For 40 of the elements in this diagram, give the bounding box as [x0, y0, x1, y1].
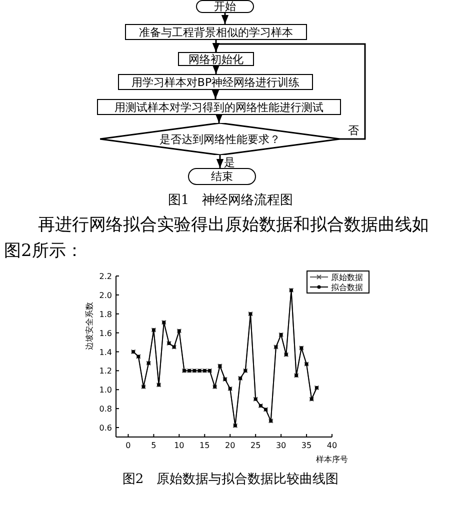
figure-caption: 图2 原始数据与拟合数据比较曲线图: [121, 471, 340, 488]
tick-label: 1.0: [99, 386, 112, 395]
tick-label: 1.2: [99, 366, 112, 376]
arrow: [212, 90, 220, 99]
figure-caption: 图1 神经网络流程图: [166, 192, 294, 209]
axis-title: 边坡安全系数: [85, 302, 94, 350]
process-box: 准备与工程背景相似的学习样本: [125, 24, 307, 40]
tick-label: 1.4: [99, 348, 112, 357]
tick-label: 0.6: [99, 424, 112, 433]
arrow: [212, 65, 220, 74]
tick-label: 1.6: [99, 328, 112, 338]
tick-label: 30: [276, 441, 286, 450]
arrow: [221, 13, 229, 24]
process-box: 用学习样本对BP神经网络进行训练: [118, 74, 313, 90]
decision-diamond: 是否达到网络性能要求？: [100, 123, 340, 155]
tick-label: 35: [301, 441, 312, 450]
axis-title: 样本序号: [316, 455, 348, 464]
arrow: [212, 43, 366, 140]
process-box: 用测试样本对学习得到的网络性能进行测试: [97, 99, 341, 115]
terminal-box: 开始: [196, 0, 254, 13]
tick-label: 2.0: [99, 290, 112, 300]
edge-label: 是: [224, 155, 235, 170]
legend-label: 拟合数据: [331, 283, 363, 292]
process-box: 网络初始化: [178, 52, 254, 66]
edge-label: 否: [348, 123, 359, 138]
tick-label: 20: [225, 441, 236, 450]
tick-label: 1.8: [99, 310, 112, 319]
paragraph: 再进行网络拟合实验得出原始数据和拟合数据曲线如图2所示：: [4, 214, 429, 263]
tick-label: 0: [126, 441, 131, 450]
terminal-box: 结束: [188, 168, 256, 185]
tick-label: 15: [200, 441, 210, 450]
tick-label: 0.8: [99, 404, 112, 414]
arrow: [215, 114, 223, 123]
tick-label: 5: [151, 441, 156, 450]
tick-label: 2.2: [99, 272, 112, 281]
legend-label: 原始数据: [331, 273, 363, 282]
tick-label: 25: [250, 441, 261, 450]
tick-label: 40: [326, 441, 338, 450]
tick-label: 10: [174, 441, 184, 450]
arrow: [216, 155, 224, 168]
